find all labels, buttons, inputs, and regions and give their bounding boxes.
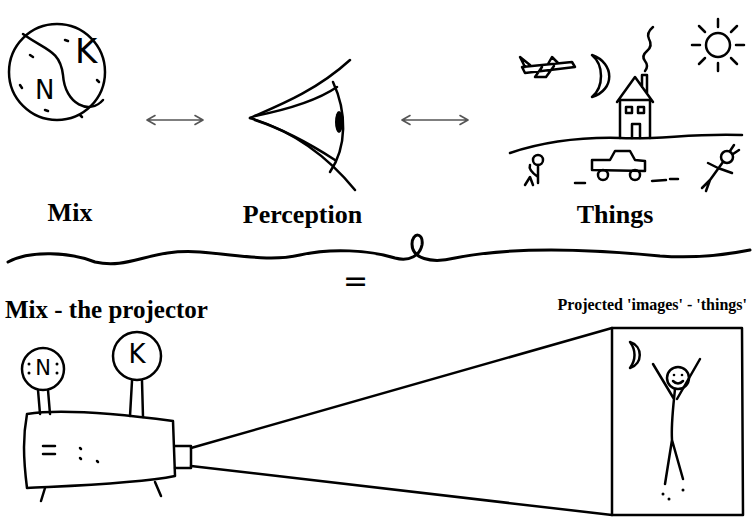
mix-circle: KN Mix (5, 20, 135, 232)
region-letter: K (75, 32, 97, 71)
beam-line (191, 466, 612, 515)
node-heading: Mix (48, 198, 93, 228)
drawing-stroke (673, 381, 683, 384)
drawing-stroke (653, 359, 700, 484)
drawing-stroke (612, 328, 743, 515)
drawing-stroke (598, 170, 608, 180)
drawing-stroke (525, 165, 538, 185)
projection-screen: Projected 'images' - 'things' (425, 294, 751, 518)
drawing-stroke (626, 107, 644, 138)
drawing-stroke (22, 348, 64, 390)
projector-outline (5, 296, 265, 506)
reel-circle: K (112, 331, 162, 381)
node-heading: Mix - the projector (5, 296, 208, 325)
node-heading: Projected 'images' - 'things' (558, 296, 747, 314)
drawing-stroke (673, 374, 676, 377)
things-illustration-outline (480, 5, 750, 232)
drawing-stroke (533, 155, 543, 165)
eye-shape: Perception (215, 52, 390, 232)
drawing-stroke (113, 332, 161, 380)
reel-letter: N (35, 356, 51, 380)
drawing-stroke (28, 372, 31, 375)
drawing-stroke (592, 55, 609, 97)
drawing-stroke (630, 342, 640, 368)
drawing-stroke (682, 489, 685, 492)
drawing-stroke (662, 493, 665, 496)
drawing-stroke (630, 170, 640, 180)
node-heading: Things (577, 200, 654, 230)
double-arrow (402, 116, 468, 125)
projector: Mix - the projectorN K (5, 296, 265, 506)
double-arrow (147, 116, 203, 125)
things-illustration: Things (480, 5, 750, 232)
drawing-stroke (702, 145, 739, 191)
drawing-stroke (56, 363, 59, 366)
drawing-stroke (9, 24, 105, 120)
drawing-stroke (668, 498, 671, 501)
wavy-divider (8, 235, 750, 264)
beam-line (191, 328, 612, 448)
drawing-stroke (56, 372, 59, 375)
equals-sign: = (343, 264, 368, 299)
projection-screen-outline (425, 294, 751, 518)
drawing-stroke (692, 19, 744, 71)
drawing-stroke (335, 111, 343, 133)
drawing-stroke (617, 75, 653, 138)
drawing-stroke (43, 446, 98, 462)
drawing-stroke (706, 33, 730, 57)
connector-layer (147, 116, 468, 125)
drawing-stroke (330, 82, 343, 172)
drawing-stroke (681, 374, 684, 377)
drawing-stroke (575, 179, 678, 183)
drawing-stroke (255, 87, 337, 116)
drawing-stroke (24, 412, 175, 488)
drawing-stroke (41, 482, 161, 501)
drawing-stroke (520, 57, 575, 77)
drawing-stroke (175, 446, 191, 468)
region-letter: N (35, 76, 54, 106)
drawing-stroke (643, 27, 653, 71)
reel-letter: K (128, 340, 145, 370)
drawing-stroke (28, 363, 31, 366)
reel-circle: N (21, 347, 65, 391)
drawing-stroke (592, 151, 645, 171)
drawing-stroke (255, 120, 335, 160)
node-heading: Perception (243, 200, 362, 230)
